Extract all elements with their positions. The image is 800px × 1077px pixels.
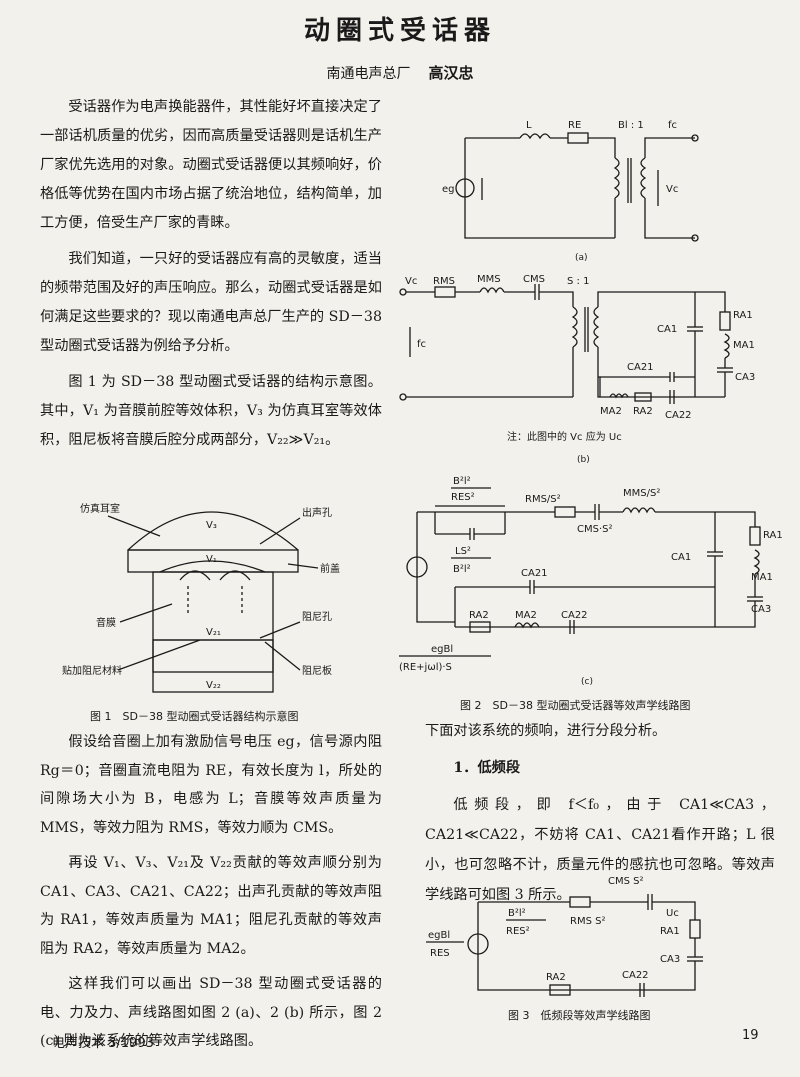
figure-2a-circuit: L RE Bl : 1 fc eg Vc (a) — [442, 120, 699, 263]
label-src-den: RES — [430, 948, 450, 959]
figure-2b-circuit: Vc RMS MMS CMS S : 1 fc CA1 RA1 MA1 CA21… — [399, 274, 755, 465]
label-ma2: MA2 — [600, 406, 622, 417]
label-rms: RMS — [433, 276, 455, 287]
subfig-a-label: (a) — [575, 253, 588, 263]
label-ma2: MA2 — [515, 610, 537, 621]
label-ca1: CA1 — [671, 552, 691, 563]
label-ra2: RA2 — [633, 406, 653, 417]
label-cms-s2: CMS S² — [608, 876, 644, 887]
paragraph: 这样我们可以画出 SD－38 型动圈式受话器的电、力及力、声线路图如图 2 (a… — [40, 976, 382, 1049]
label-frac2-num: LS² — [455, 546, 471, 557]
label-ca21: CA21 — [627, 362, 654, 373]
paragraph: 我们知道，一只好的受话器应有高的灵敏度，适当的频带范围及好的声压响应。那么，动圈… — [40, 251, 382, 354]
label-rms-s2: RMS S² — [570, 916, 605, 927]
label-v22: V₂₂ — [206, 680, 221, 691]
label-src-den: (RE+jωl)·S — [399, 662, 452, 673]
label-front-cover: 前盖 — [320, 562, 340, 575]
label-src-num: egBl — [431, 644, 453, 655]
paragraph: 图 1 为 SD－38 型动圈式受话器的结构示意图。其中，V₁ 为音膜前腔等效体… — [40, 374, 382, 448]
label-frac-num: B²l² — [508, 908, 526, 919]
label-ca3: CA3 — [735, 372, 755, 383]
label-s-ratio: S : 1 — [567, 276, 589, 287]
figure-1-caption: 图 1 SD－38 型动圈式受话器结构示意图 — [90, 710, 299, 723]
paragraph: 低频段，即 f＜f₀，由于 CA1≪CA3，CA21≪CA22，不妨将 CA1、… — [425, 797, 775, 903]
figure-2c-circuit: B²l² RES² RMS/S² MMS/S² CMS·S² LS² B²l² … — [399, 476, 783, 687]
label-ra2: RA2 — [546, 972, 566, 983]
label-frac-den: RES² — [506, 926, 530, 937]
figure-2-caption: 图 2 SD－38 型动圈式受话器等效声学线路图 — [460, 699, 691, 712]
label-mms: MMS — [477, 274, 501, 285]
right-column-text: 下面对该系统的频响，进行分段分析。 1．低频段 低频段，即 f＜f₀，由于 CA… — [425, 716, 775, 917]
label-diaphragm: 音膜 — [96, 616, 116, 629]
label-L: L — [526, 120, 532, 131]
section-heading: 1．低频段 — [453, 760, 521, 776]
label-frac1-num: B²l² — [453, 476, 471, 487]
author-org: 南通电声总厂 — [326, 66, 411, 82]
label-fc: fc — [417, 339, 426, 350]
label-v1: V₁ — [206, 554, 217, 565]
page-title: 动圈式受话器 — [303, 16, 496, 46]
label-ra1: RA1 — [660, 926, 680, 937]
label-damping-material: 贴加阻尼材料 — [62, 664, 122, 677]
label-cms-s2: CMS·S² — [577, 524, 613, 535]
left-column-top: 受话器作为电声换能器件，其性能好坏直接决定了一部话机质量的优劣，因而高质量受话器… — [40, 93, 382, 462]
label-ra1: RA1 — [733, 310, 753, 321]
subfig-b-label: (b) — [577, 455, 590, 465]
paragraph: 下面对该系统的频响，进行分段分析。 — [425, 723, 667, 739]
author-name: 高汉忠 — [428, 64, 474, 82]
label-uc: Uc — [666, 908, 679, 919]
author-line: 南通电声总厂 高汉忠 — [0, 62, 800, 83]
label-fc: fc — [668, 120, 677, 131]
label-RE: RE — [568, 120, 581, 131]
label-mms-s2: MMS/S² — [623, 488, 660, 499]
left-column-bottom: 假设给音圈上加有激励信号电压 eg，信号源内阻 Rg＝0；音圈直流电阻为 RE，… — [40, 728, 382, 1063]
label-ca1: CA1 — [657, 324, 677, 335]
label-ca22: CA22 — [622, 970, 649, 981]
journal-footer: 电声技术 3/1993 — [52, 1036, 154, 1051]
label-cms: CMS — [523, 274, 545, 285]
paragraph: 再设 V₁、V₃、V₂₁及 V₂₂贡献的等效声顺分别为 CA1、CA3、CA21… — [40, 855, 382, 957]
paragraph: 受话器作为电声换能器件，其性能好坏直接决定了一部话机质量的优劣，因而高质量受话器… — [40, 99, 382, 231]
label-ear-simulator: 仿真耳室 — [80, 502, 120, 515]
paragraph: 假设给音圈上加有激励信号电压 eg，信号源内阻 Rg＝0；音圈直流电阻为 RE，… — [40, 734, 382, 836]
label-frac1-den: RES² — [451, 492, 475, 503]
label-bl-ratio: Bl : 1 — [618, 120, 644, 131]
page-number: 19 — [742, 1028, 759, 1043]
label-frac2-den: B²l² — [453, 564, 471, 575]
label-damping-plate: 阻尼板 — [302, 664, 332, 677]
subfig-c-label: (c) — [581, 677, 593, 687]
label-damping-hole: 阻尼孔 — [302, 611, 332, 623]
label-ra2: RA2 — [469, 610, 489, 621]
label-ca3: CA3 — [751, 604, 771, 615]
label-v3: V₃ — [206, 520, 217, 531]
label-vc: Vc — [405, 276, 417, 287]
label-ma1: MA1 — [751, 572, 773, 583]
figure-1-structure-diagram: 仿真耳室 出声孔 前盖 音膜 阻尼孔 贴加阻尼材料 阻尼板 V₃ V₁ V₂₁ … — [62, 502, 340, 693]
figure-3-caption: 图 3 低频段等效声学线路图 — [508, 1009, 651, 1022]
label-ca22: CA22 — [561, 610, 588, 621]
label-ca3: CA3 — [660, 954, 680, 965]
label-eg: eg — [442, 184, 455, 195]
label-vc: Vc — [666, 184, 678, 195]
label-rms-s2: RMS/S² — [525, 494, 561, 505]
label-ca21: CA21 — [521, 568, 548, 579]
figure-2b-note: 注：此图中的 Vc 应为 Uc — [507, 430, 622, 443]
label-ma1: MA1 — [733, 340, 755, 351]
label-sound-outlet: 出声孔 — [302, 506, 332, 519]
label-ca22: CA22 — [665, 410, 692, 421]
label-v21: V₂₁ — [206, 627, 221, 638]
label-src-num: egBl — [428, 930, 450, 941]
figure-3-circuit: CMS S² B²l² RES² RMS S² Uc RA1 CA3 RA2 C… — [426, 876, 703, 997]
label-ra1: RA1 — [763, 530, 783, 541]
